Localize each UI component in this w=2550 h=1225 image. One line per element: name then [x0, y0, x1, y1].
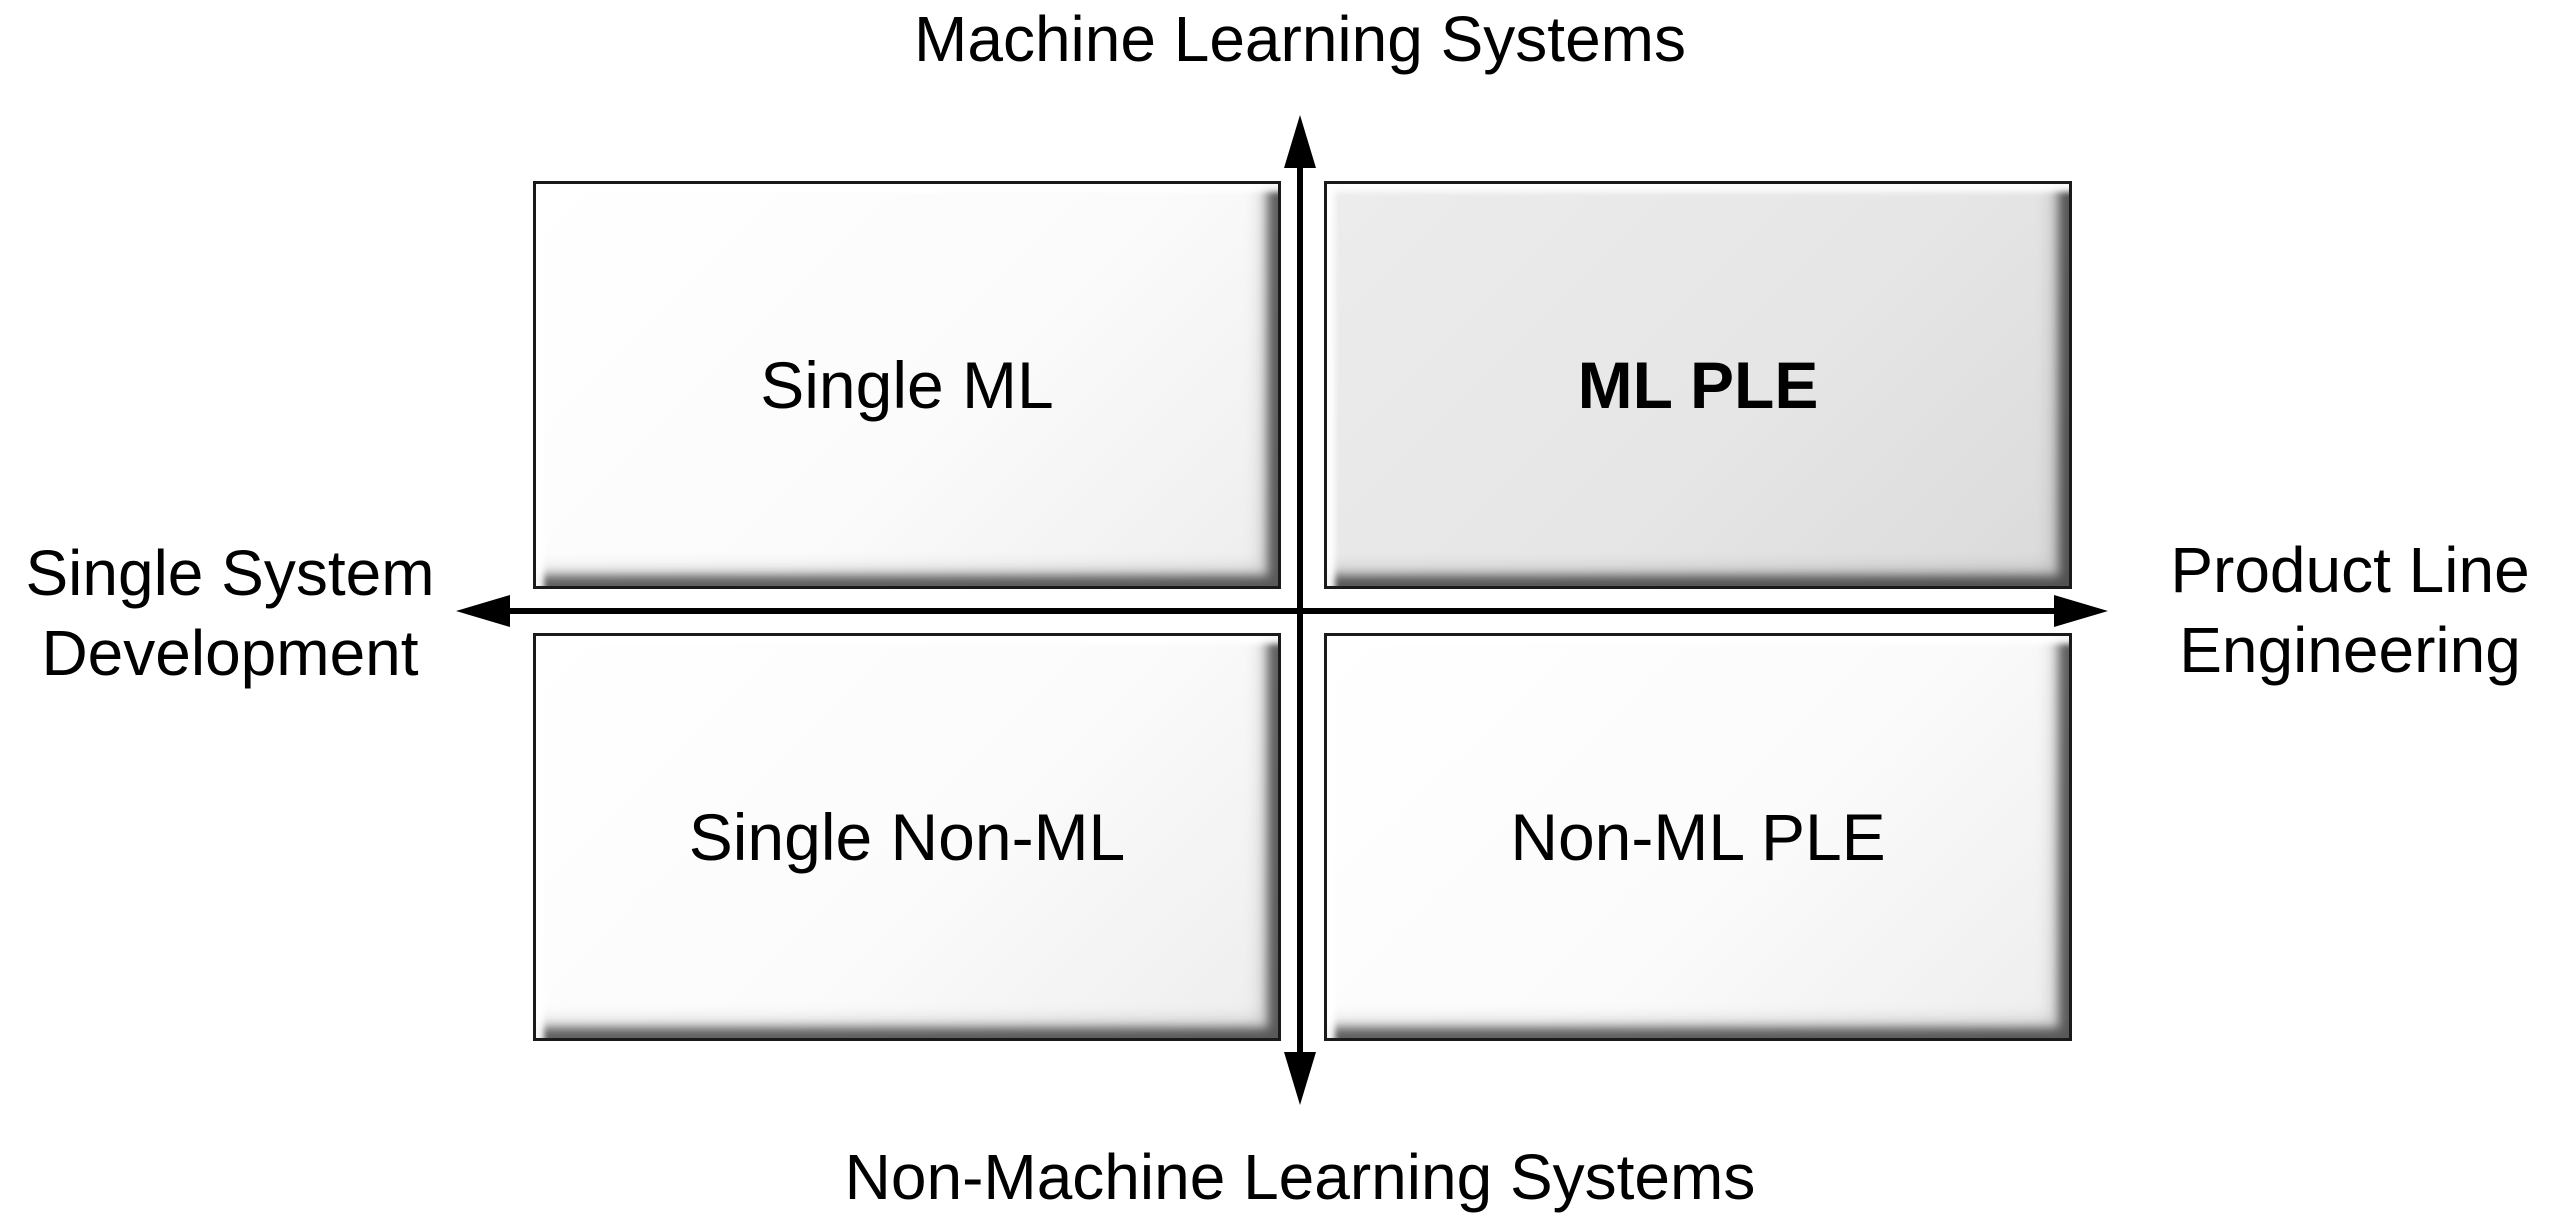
axis-label-right-line-2: Engineering — [2179, 614, 2521, 686]
axis-label-left: Single System Development — [0, 533, 460, 693]
quadrant-ml-ple: ML PLE — [1324, 181, 2072, 589]
axis-label-left-line-2: Development — [41, 617, 419, 689]
arrow-left-icon — [456, 595, 510, 627]
arrow-up-icon — [1284, 115, 1316, 168]
axis-label-left-line-1: Single System — [25, 537, 435, 609]
quadrant-label: Non-ML PLE — [1510, 800, 1886, 874]
quadrant-single-non-ml: Single Non-ML — [533, 633, 1281, 1041]
quadrant-label: ML PLE — [1577, 348, 1819, 422]
quadrant-single-ml: Single ML — [533, 181, 1281, 589]
axis-label-bottom: Non-Machine Learning Systems — [844, 1141, 1756, 1213]
quadrant-label: Single ML — [760, 348, 1054, 422]
arrow-down-icon — [1284, 1052, 1316, 1105]
arrow-right-icon — [2054, 595, 2108, 627]
axis-label-top: Machine Learning Systems — [914, 3, 1686, 75]
axis-label-right-line-1: Product Line — [2170, 534, 2530, 606]
axis-label-right: Product Line Engineering — [2150, 530, 2550, 690]
quadrant-label: Single Non-ML — [688, 800, 1126, 874]
quadrant-non-ml-ple: Non-ML PLE — [1324, 633, 2072, 1041]
